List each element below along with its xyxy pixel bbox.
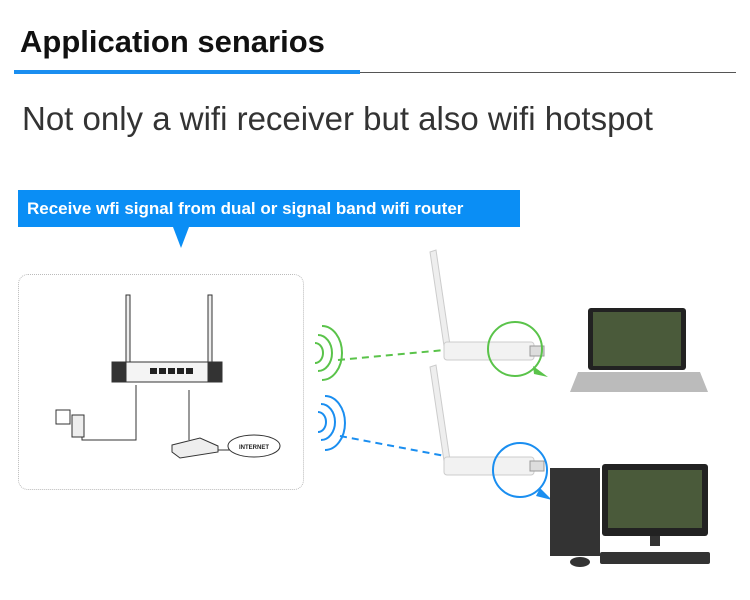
page-title: Application senarios (20, 24, 325, 59)
router-icon (55, 294, 281, 459)
title-underline-accent (14, 70, 360, 74)
green-link-line (337, 349, 446, 361)
blue-link-line (339, 435, 446, 457)
callout-pointer (173, 227, 189, 248)
callout-banner: Receive wfi signal from dual or signal b… (18, 190, 520, 227)
usb-adapter-icon (429, 249, 548, 377)
laptop-icon (570, 308, 708, 392)
desktop-computer-icon (550, 464, 710, 567)
title-divider (360, 72, 736, 73)
router-diagram-box (18, 274, 304, 490)
usb-adapter-icon (429, 364, 552, 500)
wifi-wave-blue-icon (317, 395, 346, 451)
subtitle: Not only a wifi receiver but also wifi h… (22, 100, 653, 137)
internet-label: INTERNET (239, 445, 269, 451)
wifi-wave-green-icon (314, 325, 343, 381)
